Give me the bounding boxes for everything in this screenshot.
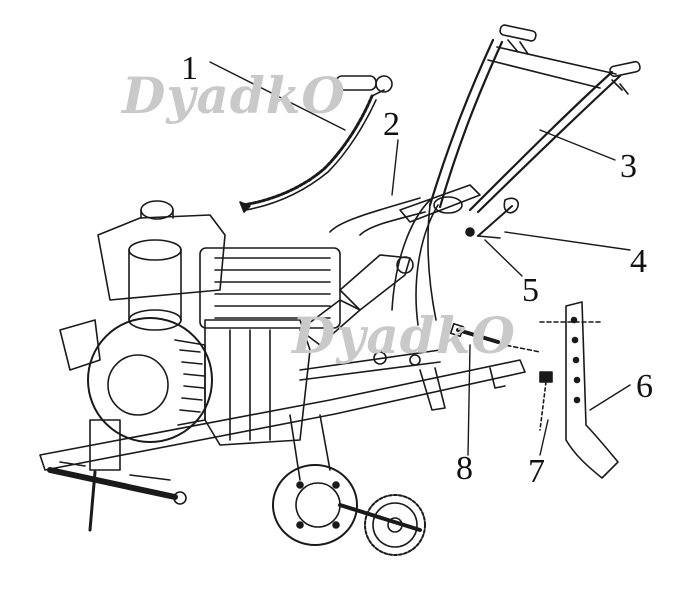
part-4-pin [477, 197, 520, 239]
watermark-top: DyadkO [122, 66, 346, 125]
part-3-handlebar [399, 24, 641, 223]
callout-4: 4 [630, 243, 647, 280]
callout-7: 7 [528, 453, 545, 490]
engine [59, 200, 414, 446]
callout-3: 3 [620, 148, 637, 185]
callout-8: 8 [456, 450, 473, 487]
wheel-hub [272, 464, 426, 556]
part-1-throttle-cable [239, 75, 393, 213]
leader-lines [209, 61, 631, 456]
part-7-nut [539, 371, 553, 431]
callout-5: 5 [522, 272, 539, 309]
part-6-tilling-blade [539, 301, 619, 479]
callout-6: 6 [636, 368, 653, 405]
frame [39, 299, 526, 532]
part-8-bolt [449, 322, 541, 353]
callout-2: 2 [383, 106, 400, 143]
part-2-control-cables [329, 197, 439, 326]
callout-1: 1 [181, 50, 198, 87]
watermark-middle: DyadkO [292, 306, 516, 365]
part-5-clip [465, 227, 475, 237]
